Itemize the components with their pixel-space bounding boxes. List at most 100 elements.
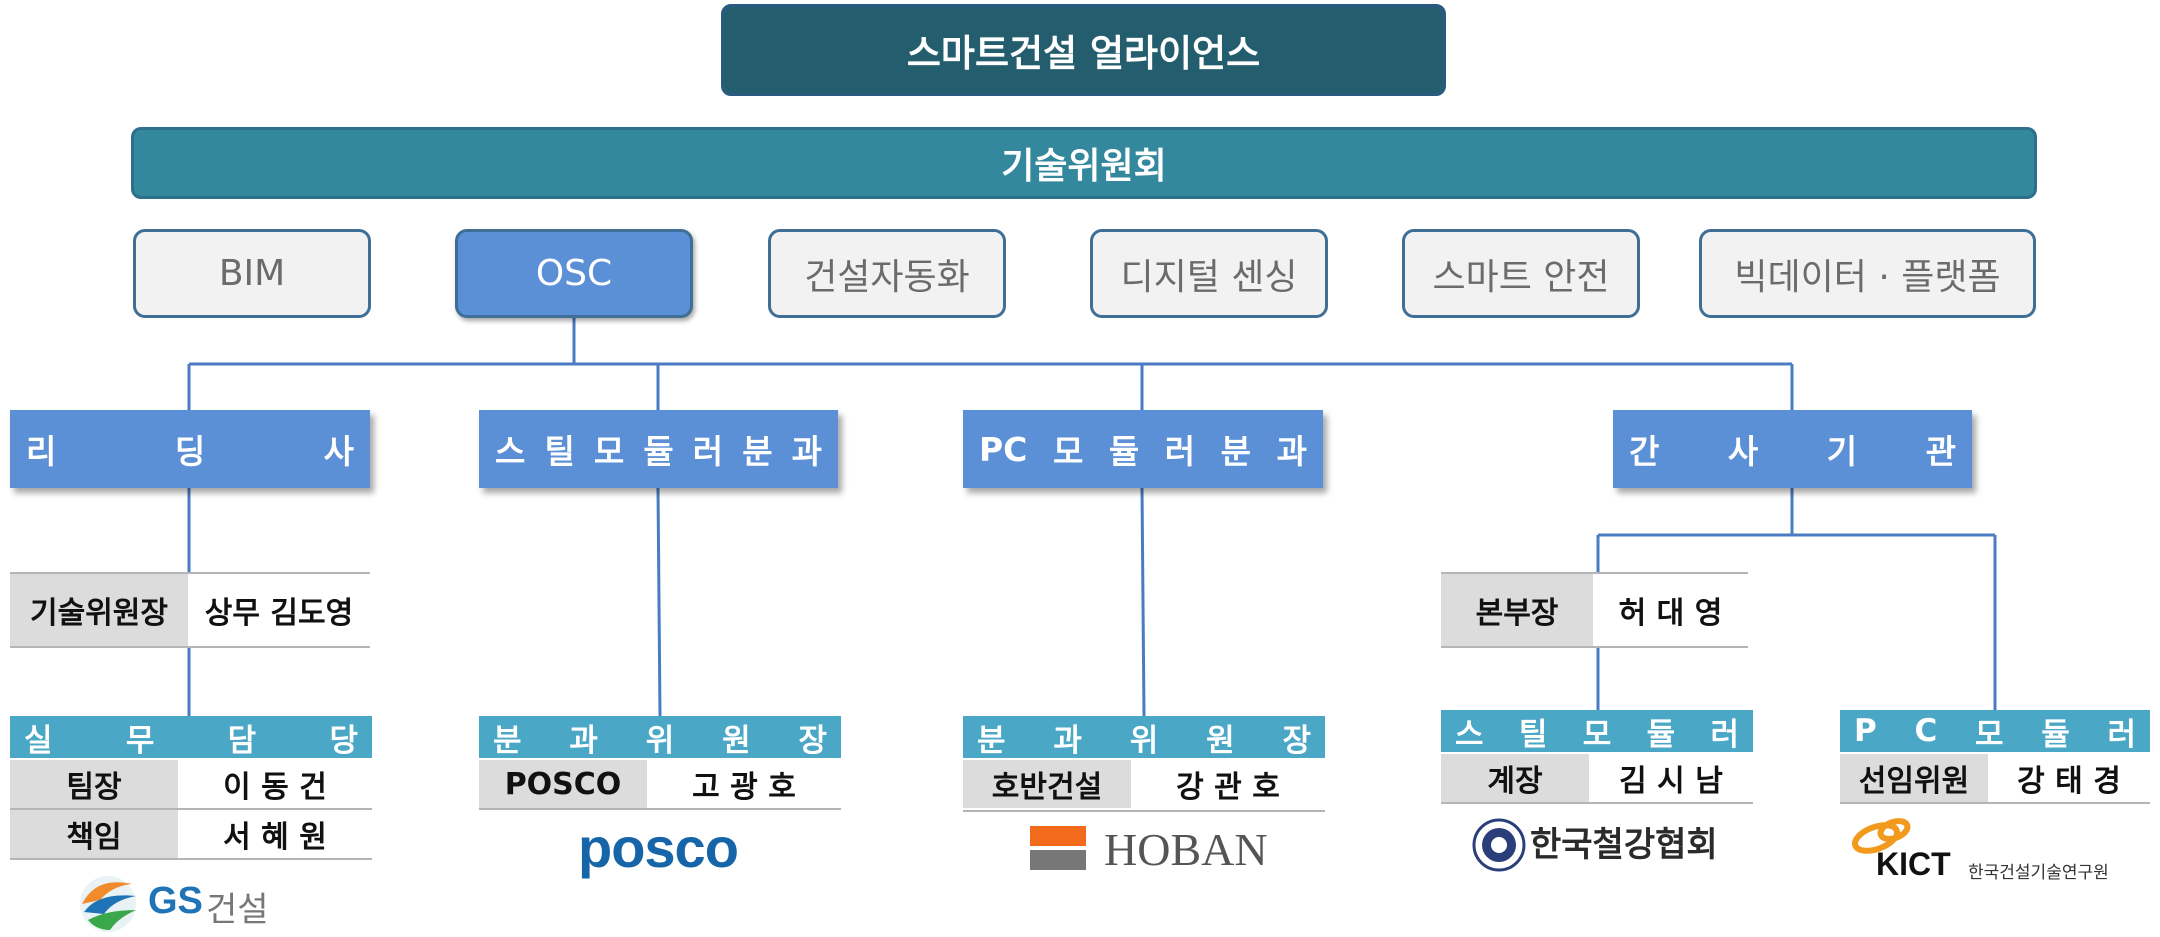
header-char: 러 (2107, 716, 2136, 753)
hoban-logo-text: HOBAN (1104, 824, 1268, 875)
secretariat-head-value: 허 대 영 (1593, 574, 1748, 646)
header-char: 듈 (1646, 716, 1676, 753)
header-char: 스 (495, 432, 526, 471)
kosa-logo-text: 한국철강협회 (1530, 825, 1718, 865)
hoban-logo: HOBAN (1030, 826, 1310, 874)
header-char: 듈 (2041, 716, 2070, 753)
header-char: 담 (227, 722, 257, 759)
divider (1840, 802, 2150, 804)
kict-logo-text: KICT (1876, 846, 1951, 882)
divider (1441, 646, 1748, 648)
group-secretariat-header: 간 사 기 관 (1613, 410, 1972, 488)
divider (10, 646, 370, 648)
header-char: 당 (329, 722, 358, 759)
alliance-title: 스마트건설 얼라이언스 (721, 4, 1446, 96)
group-leading-header: 리 딩 사 (10, 410, 370, 488)
header-char: 듈 (1108, 432, 1140, 471)
header-char: 러 (1710, 716, 1739, 753)
staff-row-value: 서 혜 원 (178, 810, 372, 858)
header-char: 위 (645, 722, 675, 759)
header-char: 장 (798, 722, 827, 759)
secretariat-steel-header: 스 틸 모 듈 러 (1441, 710, 1753, 753)
header-char: 실 (24, 722, 53, 759)
staff-row-label: 팀장 (10, 760, 178, 808)
header-char: 분 (1220, 432, 1252, 471)
pc-chair-value: 강 관 호 (1131, 760, 1325, 808)
kict-logo: KICT 한국건설기술연구원 (1846, 814, 2146, 884)
header-char: 과 (569, 722, 598, 759)
header-char: 듈 (643, 432, 674, 471)
chair-label: 기술위원장 (10, 574, 188, 646)
group-pc-header: PC 모 듈 러 분 과 (963, 410, 1323, 488)
staff-row-value: 이 동 건 (178, 760, 372, 808)
gs-logo: GS 건설 (76, 870, 286, 934)
hoban-emblem-icon (1030, 850, 1086, 870)
secretariat-head-label: 본부장 (1441, 574, 1593, 646)
divider (1441, 802, 1753, 804)
kict-emblem-icon (1851, 818, 1911, 854)
header-char: 원 (722, 722, 751, 759)
divider (1441, 572, 1748, 574)
steel-chair-value: 고 광 호 (647, 760, 841, 808)
kosa-logo: 한국철강협회 (1472, 818, 1732, 874)
header-char: 장 (1282, 722, 1311, 759)
header-char: 과 (791, 432, 822, 471)
header-char: 과 (1276, 432, 1307, 471)
divider (10, 808, 372, 810)
header-char: 관 (1925, 432, 1956, 471)
header-char: 사 (323, 432, 354, 471)
posco-logo: posco (578, 816, 739, 879)
header-char: 리 (26, 432, 57, 471)
subcommittee-safety[interactable]: 스마트 안전 (1402, 229, 1640, 318)
header-char: 틸 (544, 432, 575, 471)
divider (479, 808, 841, 810)
kict-logo-subtext: 한국건설기술연구원 (1968, 863, 2109, 883)
secretariat-pc-label: 선임위원 (1840, 754, 1988, 802)
gs-emblem-icon (80, 876, 136, 932)
kosa-emblem-icon (1472, 818, 1526, 872)
chair-value: 상무 김도영 (188, 574, 370, 646)
header-char: 딩 (174, 432, 206, 471)
committee-bar: 기술위원회 (131, 127, 2037, 199)
header-char: 러 (1164, 432, 1196, 471)
header-char: 기 (1826, 432, 1858, 471)
header-char: 모 (1582, 716, 1612, 753)
divider (10, 858, 372, 860)
steel-chair-header: 분 과 위 원 장 (479, 716, 841, 759)
header-char: C (1914, 713, 1938, 749)
header-char: 러 (692, 432, 724, 471)
header-char: 분 (742, 432, 773, 471)
pc-chair-label: 호반건설 (963, 760, 1131, 808)
header-char: 분 (977, 722, 1006, 759)
gs-logo-suffix: 건설 (206, 890, 269, 930)
divider (10, 572, 370, 574)
header-char: 분 (493, 722, 522, 759)
staff-row-label: 책임 (10, 810, 178, 858)
header-char: P (1854, 713, 1877, 749)
header-char: 위 (1129, 722, 1159, 759)
header-char: 스 (1455, 716, 1484, 753)
subcommittee-bim[interactable]: BIM (133, 229, 371, 318)
header-char: 모 (1052, 432, 1084, 471)
header-char: 원 (1206, 722, 1235, 759)
header-char: 틸 (1518, 716, 1548, 753)
gs-logo-text: GS (148, 880, 203, 922)
header-char: 무 (125, 722, 155, 759)
hoban-emblem-icon (1030, 826, 1086, 846)
group-steel-header: 스 틸 모 듈 러 분 과 (479, 410, 838, 488)
subcommittee-automation[interactable]: 건설자동화 (768, 229, 1006, 318)
subcommittee-sensing[interactable]: 디지털 센싱 (1090, 229, 1328, 318)
pc-chair-header: 분 과 위 원 장 (963, 716, 1325, 759)
secretariat-steel-label: 계장 (1441, 754, 1589, 802)
header-char: 사 (1727, 432, 1759, 471)
subcommittee-bigdata[interactable]: 빅데이터 · 플랫폼 (1699, 229, 2036, 318)
secretariat-pc-header: P C 모 듈 러 (1840, 710, 2150, 753)
header-char: 모 (593, 432, 625, 471)
header-char: 간 (1629, 432, 1660, 471)
subcommittee-osc[interactable]: OSC (455, 229, 693, 318)
header-char: 과 (1053, 722, 1082, 759)
secretariat-pc-value: 강 태 경 (1988, 754, 2150, 802)
header-char: 모 (1974, 716, 2004, 753)
header-char: PC (979, 429, 1028, 469)
